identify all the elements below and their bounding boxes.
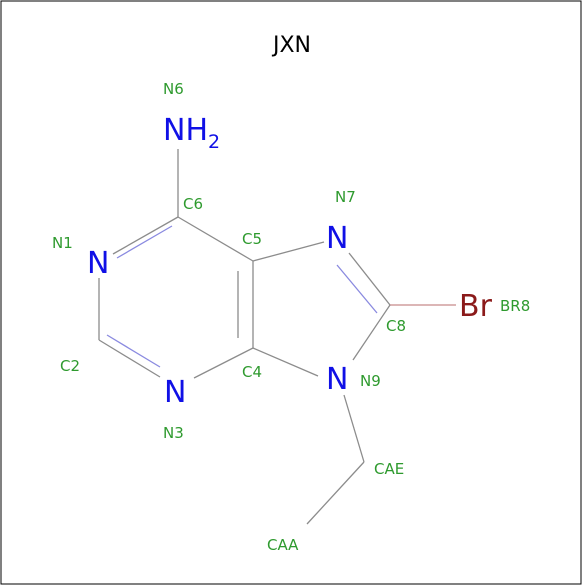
label-c2: C2 [60,357,80,375]
label-c8: C8 [386,317,406,335]
atom-symbols: NH2 N N N N Br [87,113,493,410]
label-n3: N3 [163,424,184,442]
atom-n3: N [164,375,186,410]
label-caa: CAA [267,536,299,554]
atom-br: Br [459,289,493,324]
bond-n9-c4 [252,347,319,377]
label-n1: N1 [52,234,73,252]
atom-n7: N [326,221,348,256]
bond-n7-c8-inner [336,264,378,314]
molecule-title: JXN [271,33,311,58]
bond-c2-n3-inner [106,334,161,368]
label-c4: C4 [242,363,262,381]
atom-labels: N6 C6 N1 C5 N7 C8 BR8 C2 C4 N9 N3 CAE CA… [52,80,530,554]
bond-c6-n1 [112,216,179,255]
label-br8: BR8 [500,297,530,315]
label-c5: C5 [242,230,262,248]
bond-c6-c5 [177,216,254,262]
bonds [98,149,456,525]
bond-cae-caa [306,461,365,525]
label-n9: N9 [360,372,381,390]
atom-n6: NH2 [163,113,220,153]
label-n7: N7 [335,188,356,206]
bond-c2-n3 [98,339,161,378]
bond-c5-n7 [252,241,325,262]
bond-n3-c4 [193,347,254,379]
atom-n9: N [326,362,348,397]
bond-c8-n9 [352,304,391,361]
label-n6: N6 [163,80,184,98]
label-c6: C6 [183,195,203,213]
bond-n9-cae [343,394,365,463]
label-cae: CAE [374,460,404,478]
bond-c6-n1-inner [116,225,173,259]
atom-n1: N [87,246,109,281]
bond-n7-c8 [348,252,391,306]
